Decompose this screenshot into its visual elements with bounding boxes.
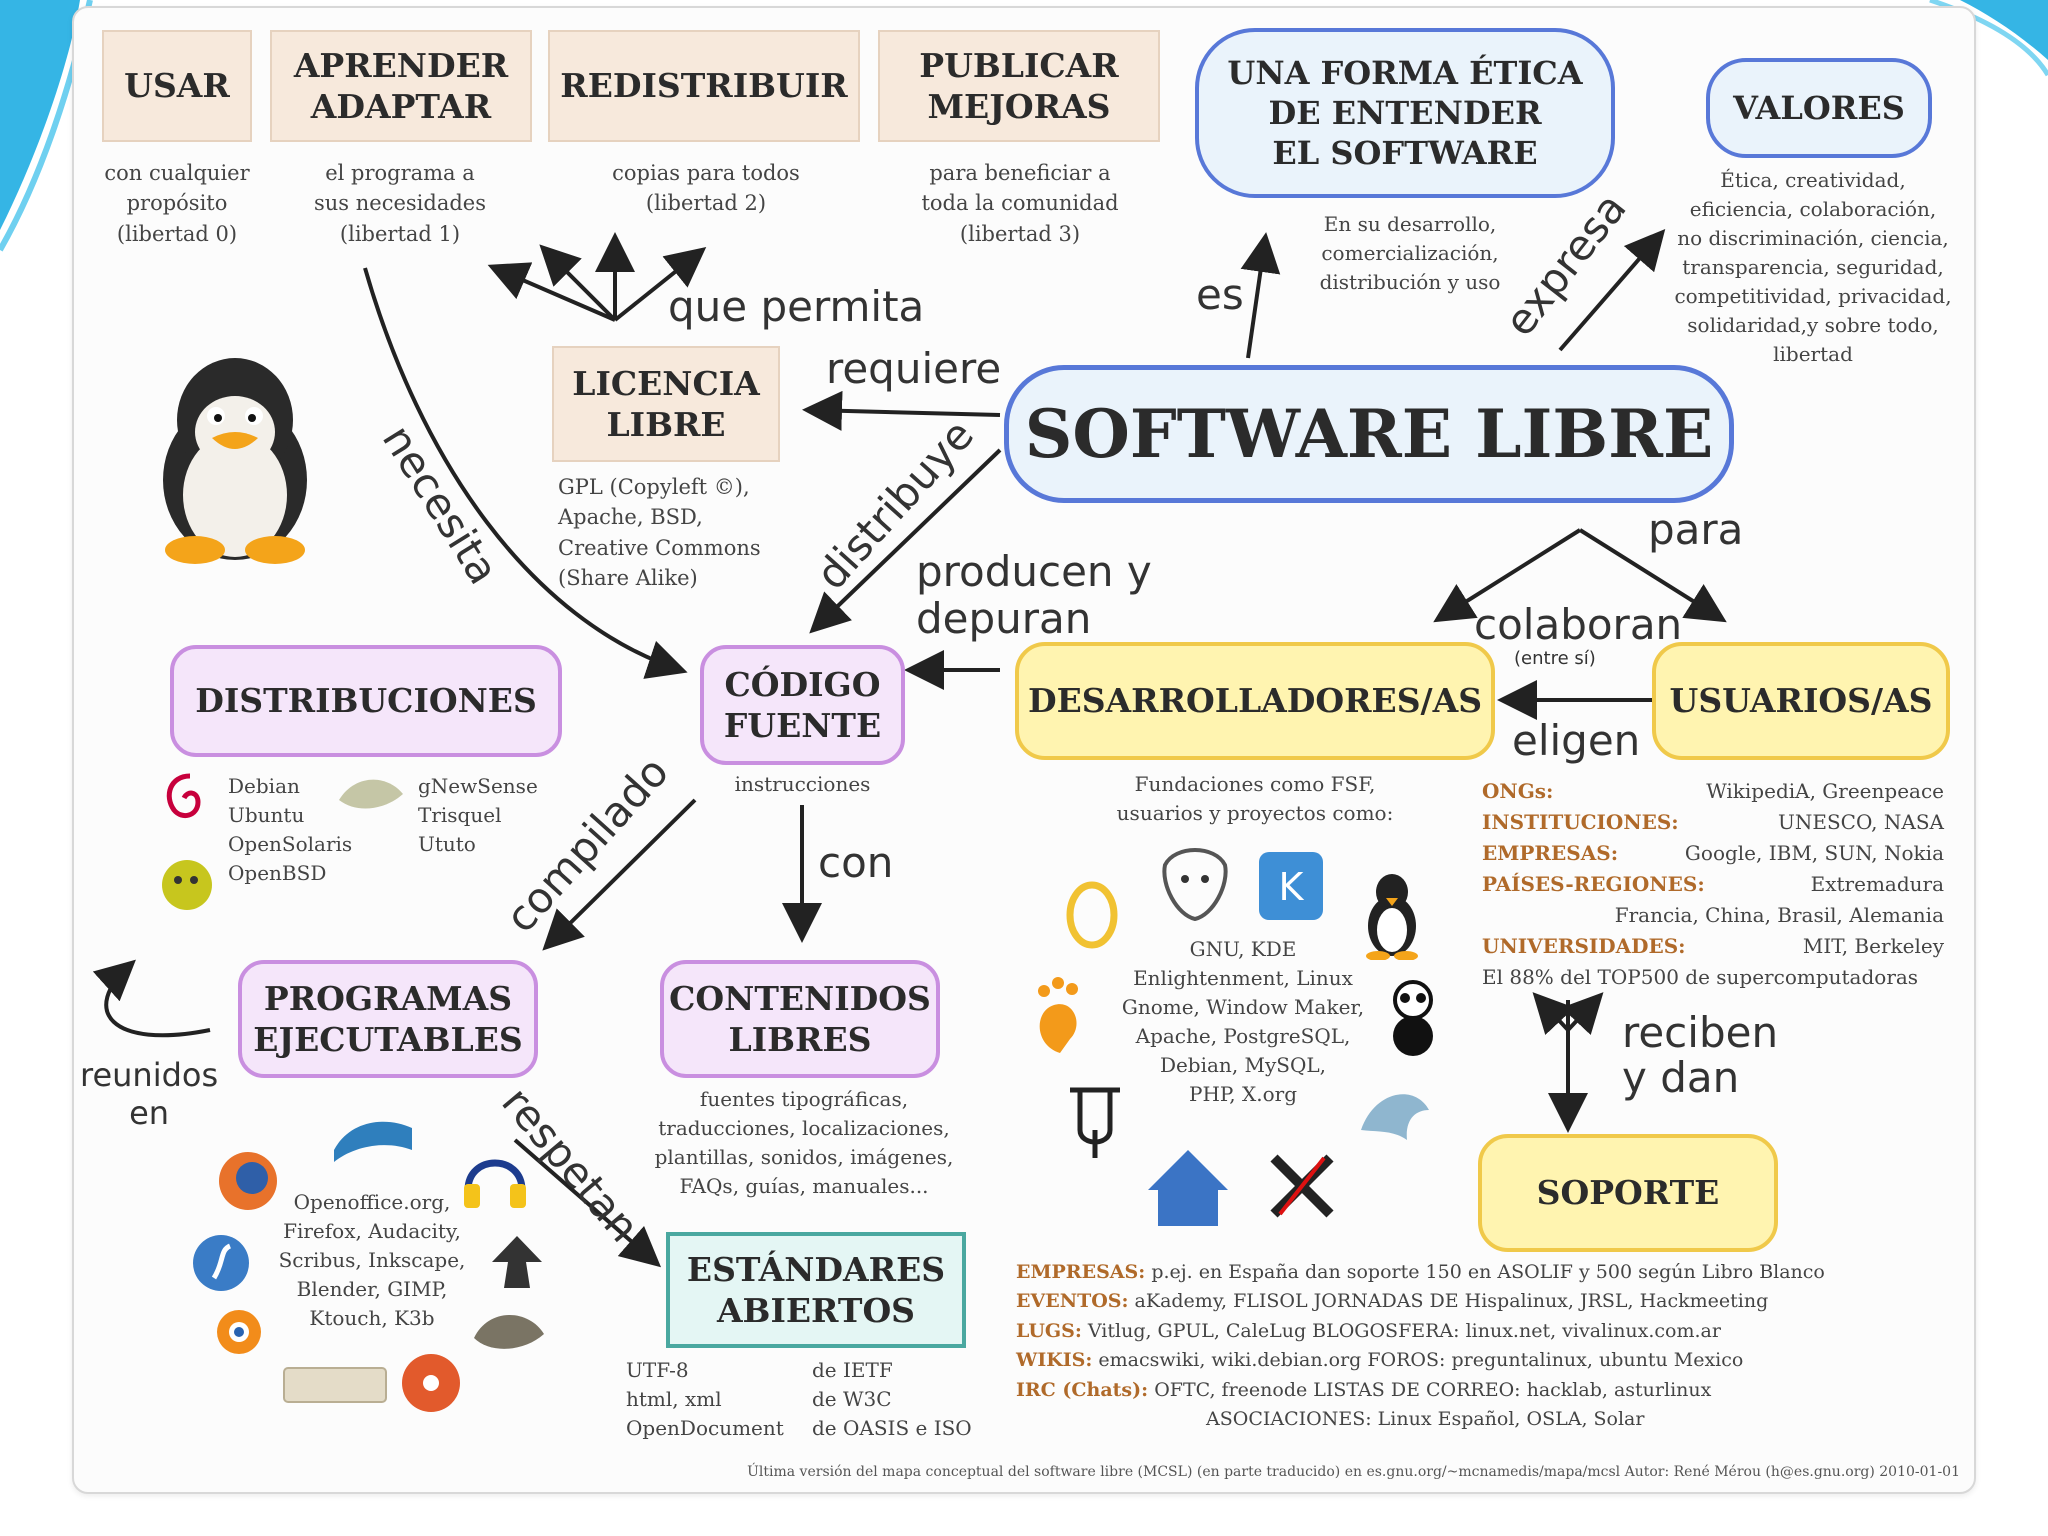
support-list-item: EVENTOS: aKademy, FLISOL JORNADAS DE His… [1016, 1287, 1956, 1316]
usar-note: con cualquier propósito (libertad 0) [94, 158, 260, 249]
aprender-note: el programa a sus necesidades (libertad … [284, 158, 516, 249]
licencia-node: LICENCIA LIBRE [552, 346, 780, 462]
distros-right: gNewSense Trisquel Ututo [418, 772, 538, 859]
label-colaboran: colaboran [1474, 600, 1682, 649]
k3b-icon [398, 1350, 464, 1416]
support-list-item: IRC (Chats): OFTC, freenode LISTAS DE CO… [1016, 1376, 1956, 1405]
etica-note: En su desarrollo, comercialización, dist… [1270, 210, 1550, 297]
label-para: para [1648, 505, 1743, 554]
redistribuir-note: copias para todos (libertad 2) [578, 158, 834, 219]
label-eligen: eligen [1512, 716, 1640, 765]
users-list-item: UNIVERSIDADES: MIT, Berkeley [1482, 931, 1944, 962]
programas-node: PROGRAMAS EJECUTABLES [238, 960, 538, 1078]
codigo-note: instrucciones [700, 770, 905, 799]
soporte-node: SOPORTE [1478, 1134, 1778, 1252]
inkscape-icon [486, 1232, 548, 1294]
estandares-node: ESTÁNDARES ABIERTOS [666, 1232, 966, 1348]
label-con: con [818, 838, 893, 887]
publicar-note: para beneficiar a toda la comunidad (lib… [890, 158, 1150, 249]
software-libre-node: SOFTWARE LIBRE [1004, 365, 1734, 503]
users-list-item: EMPRESAS: Google, IBM, SUN, Nokia [1482, 838, 1944, 869]
users-list-item: El 88% del TOP500 de supercomputadoras [1482, 962, 1944, 993]
contenidos-note: fuentes tipográficas, traducciones, loca… [628, 1085, 980, 1201]
penguin-icon [150, 350, 320, 565]
label-requiere: requiere [826, 344, 1001, 393]
etica-node: UNA FORMA ÉTICA DE ENTENDER EL SOFTWARE [1195, 28, 1615, 198]
label-es: es [1196, 270, 1244, 319]
distros-left: Debian Ubuntu OpenSolaris OpenBSD [228, 772, 352, 888]
codigo-fuente-node: CÓDIGO FUENTE [700, 645, 905, 765]
users-list-item: PAÍSES-REGIONES: Extremadura [1482, 869, 1944, 900]
gnome-icon [1030, 975, 1088, 1055]
footer-credit: Última versión del mapa conceptual del s… [500, 1462, 1960, 1482]
licencia-note: GPL (Copyleft ©), Apache, BSD, Creative … [558, 472, 800, 594]
valores-note: Ética, creatividad, eficiencia, colabora… [1660, 166, 1966, 369]
support-list: EMPRESAS: p.ej. en España dan soporte 15… [1016, 1258, 1956, 1435]
panda-icon [1385, 978, 1441, 1058]
debian-icon [160, 770, 210, 828]
scribus-icon [190, 1232, 252, 1294]
usuarios-node: USUARIOS/AS [1652, 642, 1950, 760]
estandares-right-note: de IETF de W3C de OASIS e ISO [812, 1356, 972, 1443]
support-list-item: WIKIS: emacswiki, wiki.debian.org FOROS:… [1016, 1346, 1956, 1375]
support-list-item: EMPRESAS: p.ej. en España dan soporte 15… [1016, 1258, 1956, 1287]
blender-icon [205, 1298, 267, 1360]
estandares-left-note: UTF-8 html, xml OpenDocument [626, 1356, 784, 1443]
debian-house-icon [1138, 1140, 1238, 1230]
gnu-icon [1155, 845, 1235, 925]
users-list: ONGs: WikipediA, Greenpeace INSTITUCIONE… [1482, 776, 1944, 993]
users-list-item: ONGs: WikipediA, Greenpeace [1482, 776, 1944, 807]
programas-note: Openoffice.org, Firefox, Audacity, Scrib… [262, 1188, 482, 1333]
label-producen: producen y depuran [916, 548, 1152, 642]
label-entre: (entre sí) [1514, 648, 1596, 669]
x-org-icon [1266, 1150, 1338, 1222]
support-list-item: LUGS: Vitlug, GPUL, CaleLug BLOGOSFERA: … [1016, 1317, 1956, 1346]
users-list-item: INSTITUCIONES: UNESCO, NASA [1482, 807, 1944, 838]
distribuciones-node: DISTRIBUCIONES [170, 645, 562, 757]
openbsd-icon [156, 852, 218, 914]
redistribuir-node: REDISTRIBUIR [548, 30, 860, 142]
usar-node: USAR [102, 30, 252, 142]
label-reunidos: reunidos en [80, 1056, 218, 1133]
svg-text:K: K [1279, 865, 1305, 909]
ktouch-icon [282, 1364, 388, 1406]
kde-icon: K [1255, 848, 1327, 924]
label-reciben: reciben y dan [1622, 1010, 1778, 1101]
contenidos-node: CONTENIDOS LIBRES [660, 960, 940, 1078]
openoffice-icon [330, 1110, 416, 1166]
aprender-adaptar-node: APRENDER ADAPTAR [270, 30, 532, 142]
support-list-item: ASOCIACIONES: Linux Español, OSLA, Solar [1016, 1405, 1956, 1434]
desarrolladores-note: Fundaciones como FSF, usuarios y proyect… [1060, 770, 1450, 828]
users-list-item: Francia, China, Brasil, Alemania [1482, 900, 1944, 931]
label-que-permita: que permita [668, 282, 924, 331]
valores-node: VALORES [1706, 58, 1932, 158]
publicar-mejoras-node: PUBLICAR MEJORAS [878, 30, 1160, 142]
projects-note: GNU, KDE Enlightenment, Linux Gnome, Win… [1098, 935, 1388, 1109]
desarrolladores-node: DESARROLLADORES/AS [1015, 642, 1495, 760]
